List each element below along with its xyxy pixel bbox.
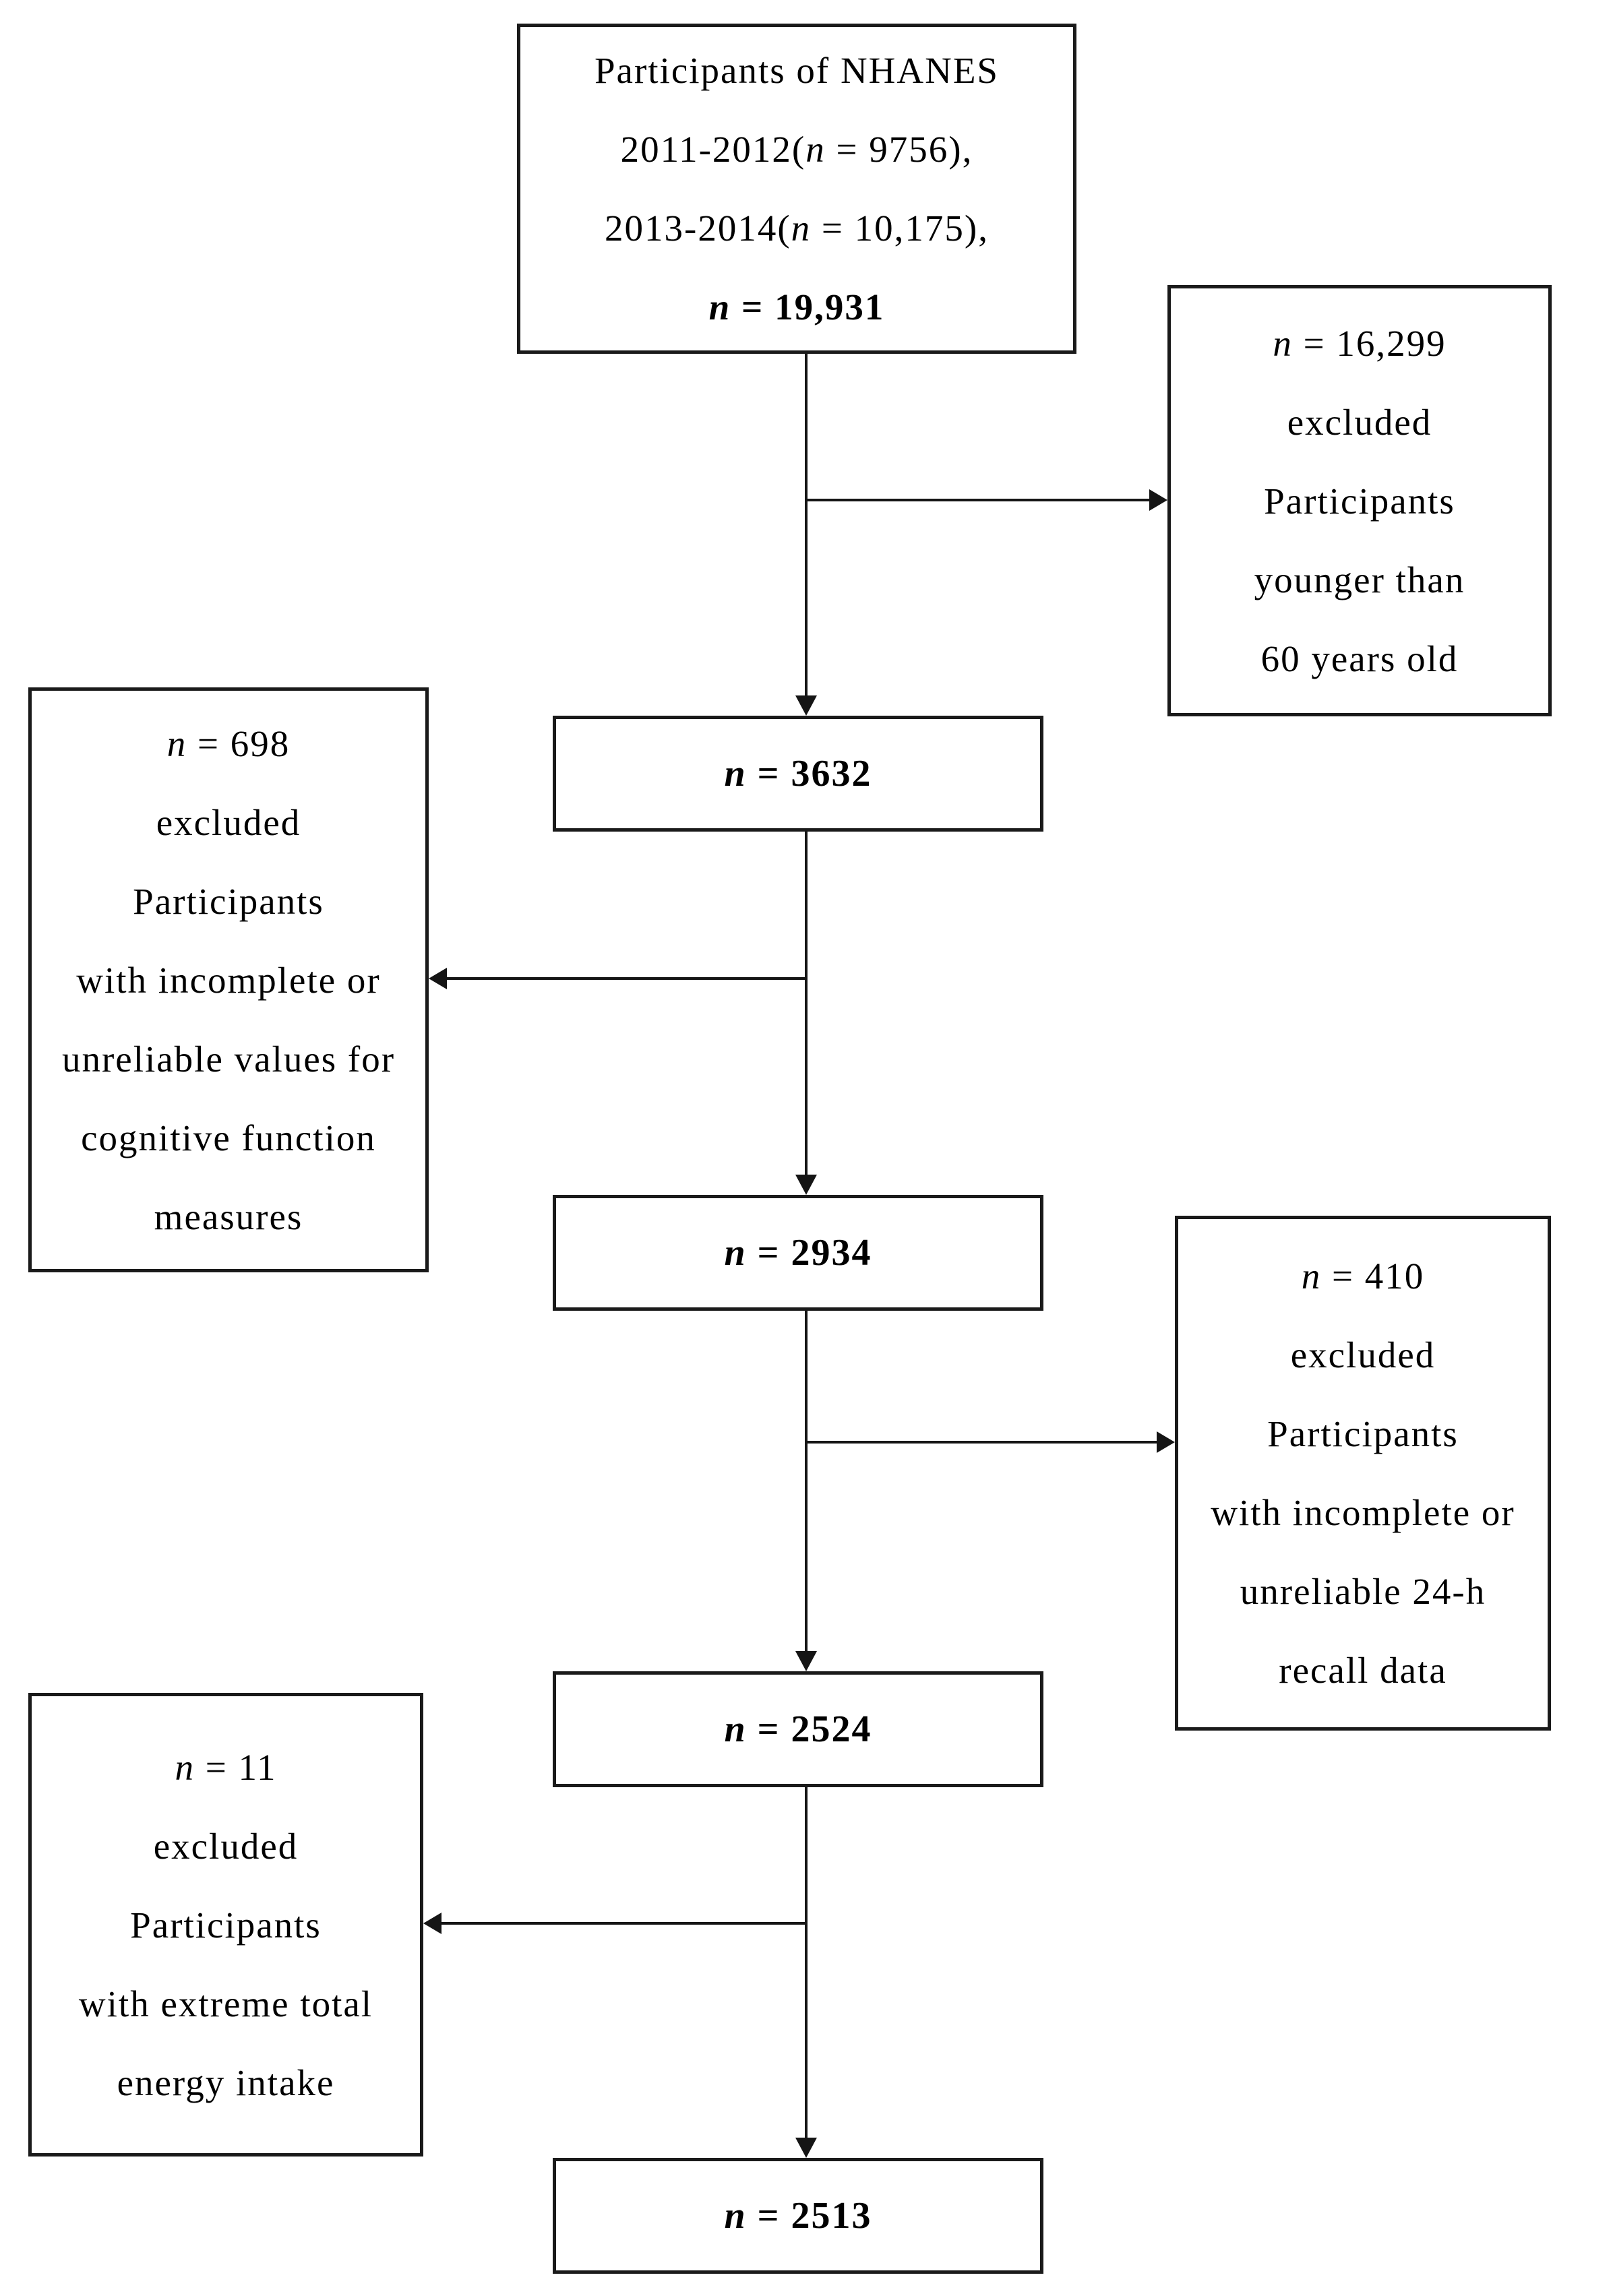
excluded-age-line3: Participants [1264,480,1455,522]
arrowhead-left-into-excluded-energy [423,1913,442,1934]
connector-2524-to-2513 [805,1787,808,2139]
step2-n-line: n = 2934 [724,1214,872,1293]
excluded-energy-line2: excluded [153,1825,299,1867]
step3-n-line: n = 2524 [724,1690,872,1769]
box-excluded-recall: n = 410 excluded Participants with incom… [1175,1216,1551,1731]
branch-to-excluded-recall [806,1441,1157,1444]
box-excluded-under-60: n = 16,299 excluded Participants younger… [1167,285,1552,716]
final-n-line: n = 2513 [724,2177,872,2256]
branch-to-excluded-energy [442,1922,806,1925]
excluded-recall-line5: unreliable 24-h [1240,1571,1486,1612]
connector-source-to-3632 [805,354,808,697]
excluded-age-line4: younger than [1254,559,1465,600]
excluded-recall-count: = 410 [1321,1255,1425,1297]
source-title-text: Participants of NHANES [594,50,1000,91]
source-line-2013: 2013-2014(n = 10,175), [605,189,989,268]
source-total-count: = 19,931 [731,286,885,328]
box-excluded-cognitive: n = 698 excluded Participants with incom… [28,687,429,1272]
box-n-2934: n = 2934 [553,1195,1043,1311]
step1-n: n [724,752,747,795]
arrowhead-right-into-excluded-recall [1157,1431,1175,1453]
arrowhead-left-into-excluded-cognitive [429,968,447,989]
excluded-recall-line4: with incomplete or [1211,1492,1515,1533]
excluded-energy-count: = 11 [195,1746,277,1788]
box-nhanes-source: Participants of NHANES 2011-2012(n = 975… [517,24,1076,354]
excluded-recall-line2: excluded [1290,1334,1436,1375]
excluded-cognitive-line2: excluded [156,801,301,843]
source-line-title: Participants of NHANES [595,31,999,110]
connector-3632-to-2934 [805,832,808,1176]
excluded-age-count: = 16,299 [1292,322,1447,364]
arrowhead-down-into-3632 [795,695,817,716]
excluded-energy-line4: with extreme total [78,1983,373,2024]
arrowhead-down-into-2934 [795,1175,817,1195]
source-total-n: n [708,286,731,328]
source-2011-n: n [805,129,826,170]
excluded-cognitive-line4: with incomplete or [76,959,381,1001]
excluded-age-line5: 60 years old [1260,638,1459,679]
source-2013-pre: 2013-2014( [605,208,791,249]
excluded-energy-n-line: n = 11 [175,1728,277,1807]
excluded-recall-n-line: n = 410 [1302,1237,1425,1315]
excluded-recall-line6: recall data [1279,1650,1447,1691]
connector-2934-to-2524 [805,1311,808,1652]
source-2011-pre: 2011-2012( [620,129,806,170]
arrowhead-right-into-excluded-under-60 [1149,489,1167,511]
excluded-recall-line3: Participants [1267,1413,1459,1454]
excluded-age-line2: excluded [1287,401,1432,443]
branch-to-excluded-under-60 [806,499,1149,501]
excluded-recall-n: n [1301,1255,1322,1297]
excluded-cognitive-count: = 698 [187,722,291,764]
arrowhead-down-into-2513 [795,2138,817,2158]
final-count: = 2513 [746,2194,872,2237]
source-2013-n: n [791,208,812,249]
excluded-energy-n: n [175,1746,195,1788]
box-n-2524: n = 2524 [553,1671,1043,1787]
box-excluded-energy: n = 11 excluded Participants with extrem… [28,1693,423,2157]
excluded-cognitive-line6: cognitive function [81,1117,376,1158]
branch-to-excluded-cognitive [447,977,806,980]
step1-n-line: n = 3632 [724,735,872,813]
excluded-cognitive-line3: Participants [133,880,324,922]
excluded-energy-line5: energy intake [117,2061,335,2103]
step3-n: n [724,1708,747,1750]
excluded-age-n: n [1273,322,1293,364]
excluded-cognitive-n: n [166,722,187,764]
step3-count: = 2524 [746,1708,872,1750]
final-n: n [724,2194,747,2237]
excluded-cognitive-line7: measures [154,1196,303,1237]
step2-count: = 2934 [746,1231,872,1274]
step1-count: = 3632 [746,752,872,795]
box-n-3632: n = 3632 [553,716,1043,832]
step2-n: n [724,1231,747,1274]
source-line-total: n = 19,931 [709,268,885,346]
box-n-2513: n = 2513 [553,2158,1043,2274]
source-line-2011: 2011-2012(n = 9756), [621,110,973,189]
source-2013-count: = 10,175), [811,208,989,249]
source-2011-count: = 9756), [825,129,973,170]
excluded-energy-line3: Participants [130,1904,322,1946]
arrowhead-down-into-2524 [795,1651,817,1671]
excluded-cognitive-n-line: n = 698 [167,704,291,783]
excluded-age-n-line: n = 16,299 [1273,304,1446,383]
excluded-cognitive-line5: unreliable values for [61,1038,396,1080]
